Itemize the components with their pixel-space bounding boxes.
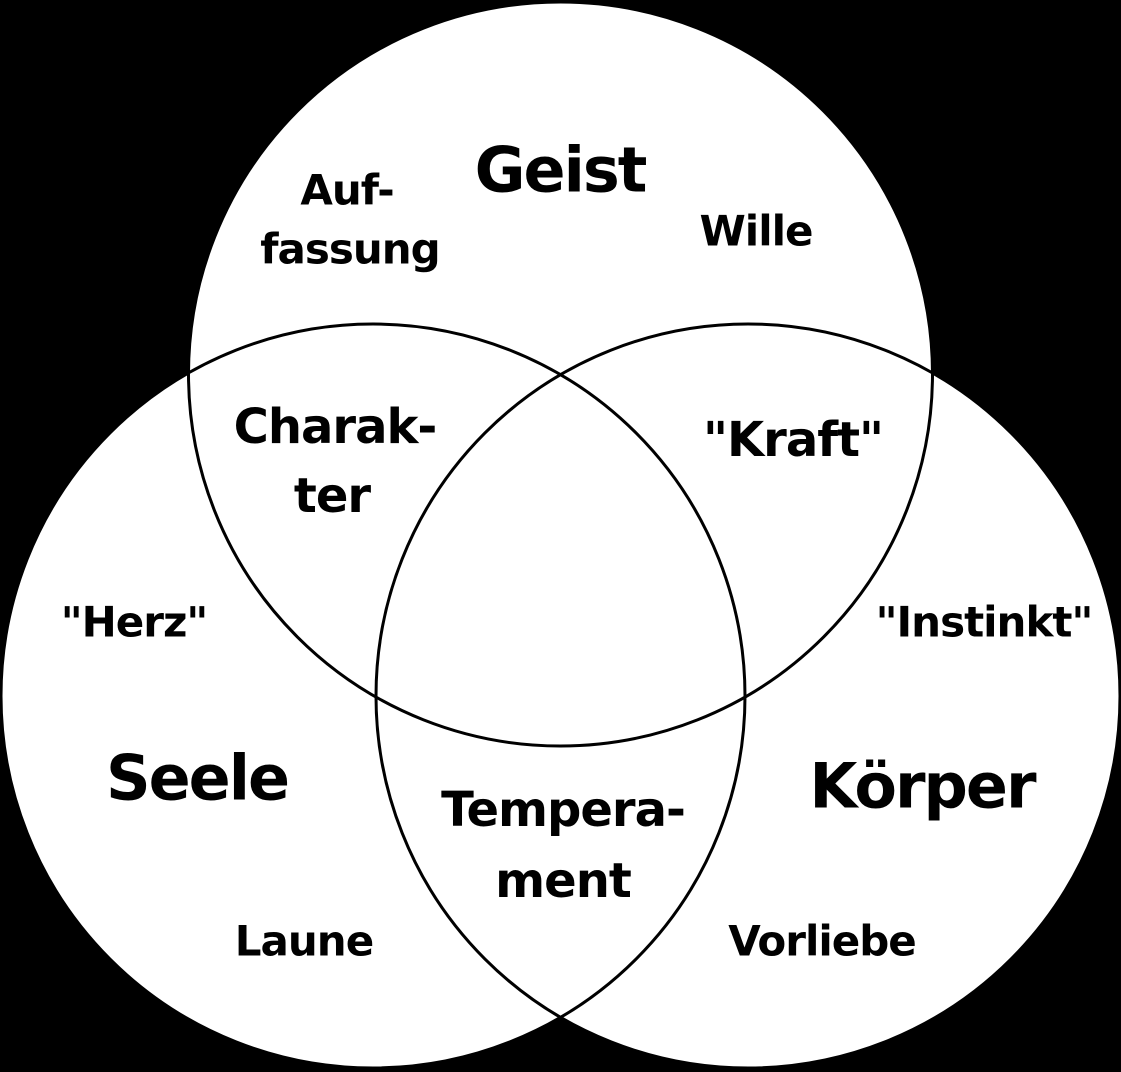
- seele-circle-outline: [0, 322, 747, 1070]
- kraft-label: "Kraft": [703, 412, 883, 468]
- seele-circle-title: Seele: [106, 742, 288, 815]
- instinkt-label: "Instinkt": [876, 598, 1093, 647]
- temperament-label-line1: Tempera-: [441, 782, 685, 838]
- wille-label: Wille: [699, 207, 812, 256]
- charakter-label-line2: ter: [294, 468, 372, 524]
- laune-label: Laune: [235, 917, 373, 966]
- koerper-circle-outline: [374, 322, 1121, 1070]
- geist-circle-title: Geist: [475, 134, 647, 207]
- auffassung-label-line1: Auf-: [300, 166, 393, 215]
- charakter-label-line1: Charak-: [234, 399, 437, 455]
- vorliebe-label: Vorliebe: [728, 917, 916, 966]
- koerper-circle-title: Körper: [809, 750, 1037, 823]
- temperament-label-line2: ment: [495, 853, 631, 909]
- auffassung-label-line2: fassung: [260, 225, 439, 274]
- herz-label: "Herz": [61, 598, 208, 647]
